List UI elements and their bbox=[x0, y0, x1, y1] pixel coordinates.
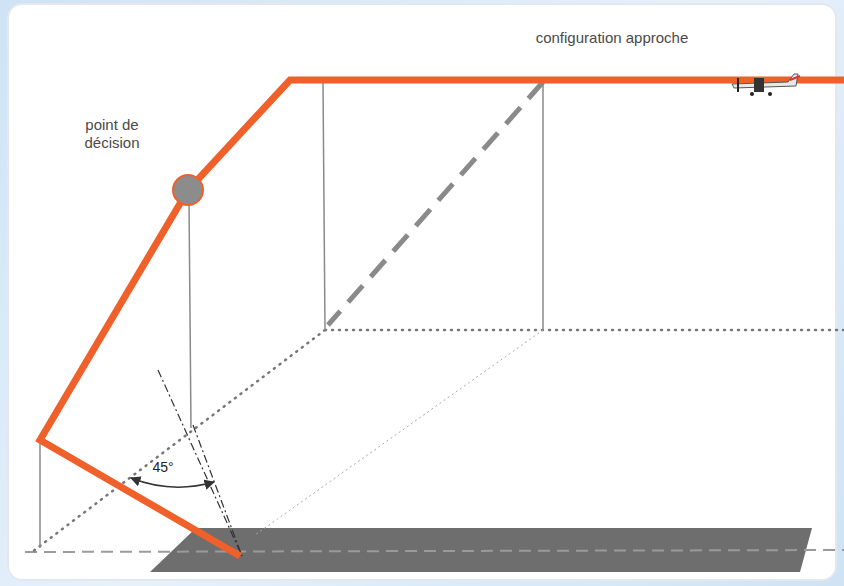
axis-line bbox=[25, 550, 844, 552]
callout-label: configuration approche bbox=[472, 29, 752, 47]
angle-label: 45° bbox=[133, 458, 193, 476]
callout-label: point de décision bbox=[57, 116, 167, 152]
aircraft bbox=[732, 74, 800, 96]
ground-projection bbox=[32, 330, 844, 552]
diagonal-dash bbox=[328, 82, 543, 325]
angle-arc bbox=[131, 478, 214, 487]
projection-line bbox=[255, 330, 543, 535]
decision-point bbox=[173, 175, 203, 205]
circuit-path bbox=[40, 80, 844, 556]
